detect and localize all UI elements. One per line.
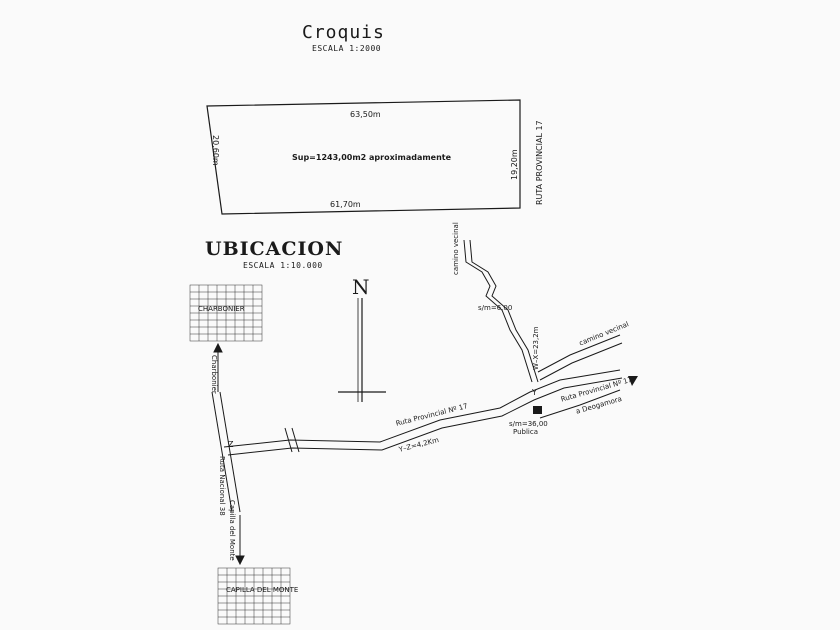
distance-a: s/m=6,00 xyxy=(478,304,513,312)
town-charbonier: CHARBONIER xyxy=(198,305,245,313)
left-length: 20,60m xyxy=(211,135,220,166)
town-capilla: CAPILLA DEL MONTE xyxy=(226,586,299,594)
area-label: Sup=1243,00m2 aproximadamente xyxy=(292,153,452,162)
deogamora-arrow xyxy=(628,376,638,386)
capilla-grid xyxy=(217,567,291,625)
camino-vecinal-north xyxy=(463,239,539,383)
camino-vecinal-east xyxy=(537,334,623,381)
road-label: RUTA PROVINCIAL 17 xyxy=(535,120,544,205)
publica-label: Publica xyxy=(513,428,539,436)
parcel-marker xyxy=(533,406,542,414)
north-arrow xyxy=(338,298,386,402)
camino-vecinal-top-label: camino vecinal xyxy=(452,222,460,275)
distance-vertical: W–X=23,2m xyxy=(532,326,540,371)
ruta-nacional-label: Ruta Nacional 38 xyxy=(218,456,226,516)
road-capilla: Capilla del Monte xyxy=(228,500,236,561)
point-z: Z xyxy=(228,440,234,449)
road-charbonier: Charbonier xyxy=(210,355,218,394)
north-label: N xyxy=(352,275,370,299)
point-y: Y xyxy=(532,388,537,397)
town-arrows xyxy=(213,342,245,566)
right-length: 19,20m xyxy=(510,149,519,180)
camino-publico xyxy=(539,389,621,419)
ruta-nacional-38 xyxy=(211,391,241,513)
ubicacion-title: UBICACION xyxy=(205,238,344,260)
top-length: 63,50m xyxy=(350,110,381,119)
ruta-provincial-17 xyxy=(223,369,623,456)
parcel-outline xyxy=(206,99,521,215)
bottom-length: 61,70m xyxy=(330,200,361,209)
distance-b: s/m=36,00 xyxy=(509,420,548,428)
croquis-scale: ESCALA 1:2000 xyxy=(312,44,382,53)
ubicacion-scale: ESCALA 1:10.000 xyxy=(243,261,323,270)
charbonier-grid xyxy=(189,284,263,342)
croquis-title: Croquis xyxy=(302,22,385,43)
